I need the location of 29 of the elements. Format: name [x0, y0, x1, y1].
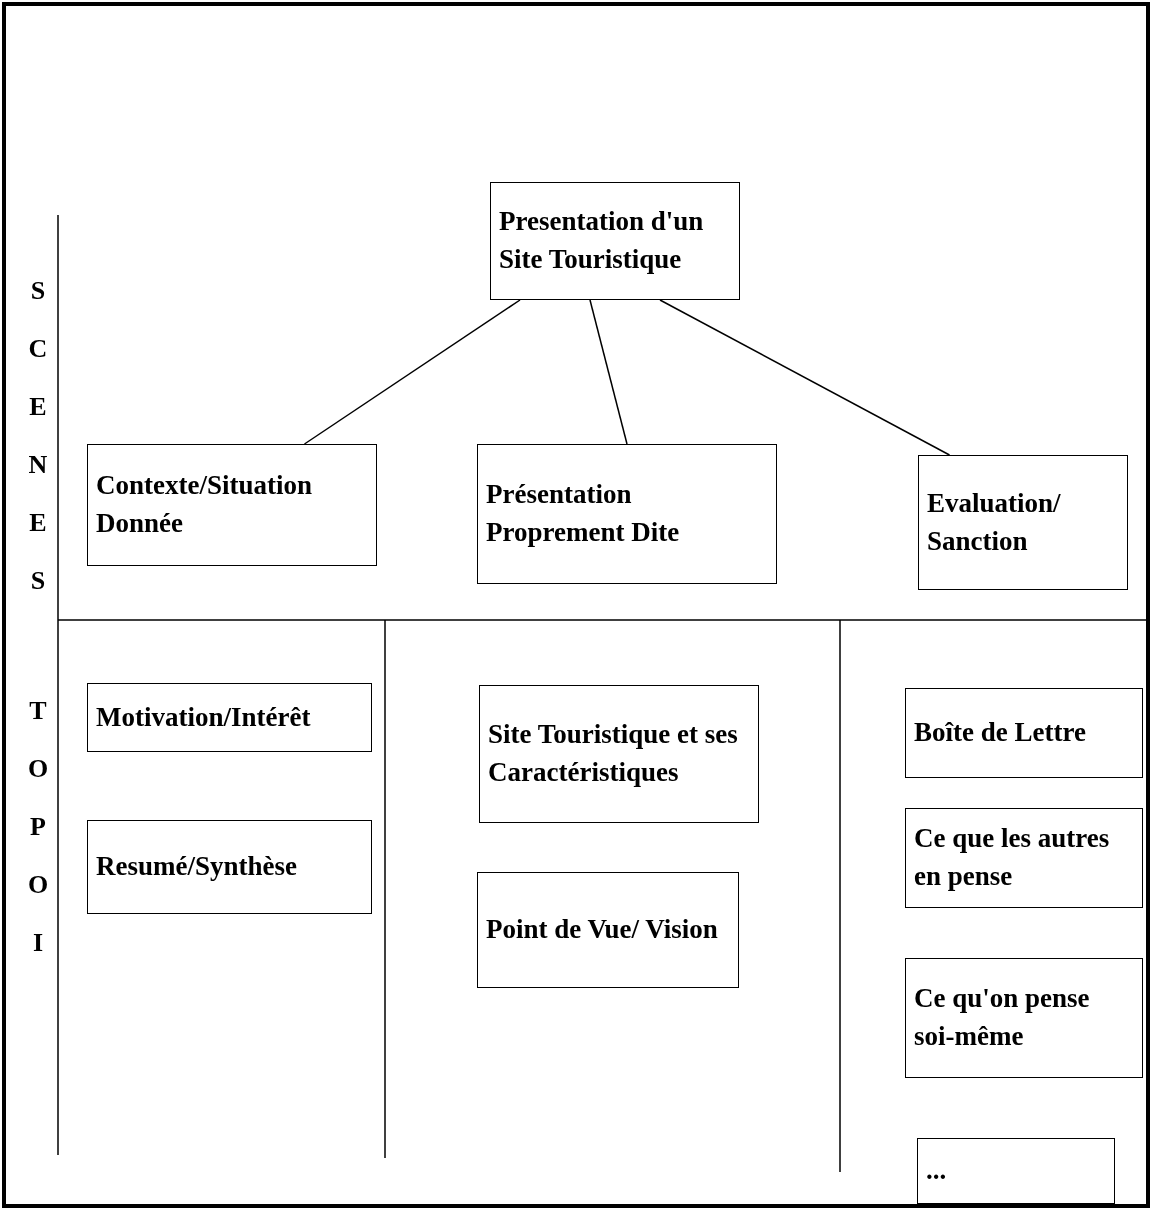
topic-box — [905, 808, 1143, 908]
box-text: ... — [926, 1154, 947, 1188]
topic-box — [918, 455, 1128, 590]
connector-line — [589, 299, 628, 445]
box-text: Ce que les autres en pense — [914, 822, 1111, 893]
connector-line — [659, 299, 951, 456]
box-text: Evaluation/ Sanction — [927, 486, 1062, 558]
box-text: Presentation d'un Site Touristique — [499, 205, 705, 276]
topic-box — [905, 958, 1143, 1078]
topic-box — [87, 444, 377, 566]
topic-box — [490, 182, 740, 300]
topic-box — [905, 688, 1143, 778]
box-text: Point de Vue/ Vision — [486, 913, 718, 947]
box-text: Boîte de Lettre — [914, 716, 1086, 750]
vertical-label: SCENES — [28, 275, 48, 597]
box-text: Site Touristique et ses Caractéristiques — [488, 718, 739, 789]
topic-box — [87, 820, 372, 914]
connector-line — [303, 299, 521, 445]
topic-box — [477, 444, 777, 584]
topic-box — [917, 1138, 1115, 1204]
vertical-label: TOPOI — [28, 695, 48, 959]
box-text: Resumé/Synthèse — [96, 850, 297, 884]
box-text: Contexte/Situation Donnée — [96, 469, 313, 540]
box-text: Ce qu'on pense soi-même — [914, 982, 1091, 1053]
topic-box — [87, 683, 372, 752]
topic-box — [477, 872, 739, 988]
box-text: Motivation/Intérêt — [96, 700, 311, 734]
box-text: Présentation Proprement Dite — [486, 478, 681, 549]
topic-box — [479, 685, 759, 823]
